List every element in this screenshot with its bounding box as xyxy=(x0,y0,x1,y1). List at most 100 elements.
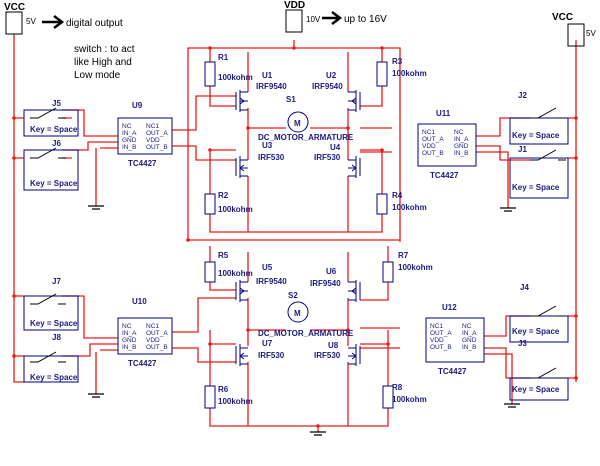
svg-text:IRF9540: IRF9540 xyxy=(256,82,287,91)
resistor-R7[interactable]: R7 100kohm xyxy=(382,251,433,283)
switch-J7[interactable]: J7 Key = Space xyxy=(23,277,79,331)
resistor-R8[interactable]: R8 100kohm xyxy=(382,383,427,409)
svg-text:J4: J4 xyxy=(520,283,529,292)
switch-note: switch : to act like High and Low mode xyxy=(74,44,135,81)
resistor-R3[interactable]: R3 100kohm xyxy=(376,57,427,87)
wires xyxy=(13,34,577,432)
svg-text:100kohm: 100kohm xyxy=(392,395,427,404)
svg-text:R1: R1 xyxy=(218,53,229,62)
driver-U9[interactable]: U9 NC IN_A GND IN_B NC1 OUT_A VDD OUT_B … xyxy=(117,101,173,168)
svg-text:J2: J2 xyxy=(518,91,527,100)
svg-text:OUT_A: OUT_A xyxy=(422,136,444,143)
switch-J4[interactable]: J4 Key = Space xyxy=(509,283,569,343)
svg-text:VDD: VDD xyxy=(422,143,436,150)
svg-text:Low mode: Low mode xyxy=(74,70,121,81)
driver-U12[interactable]: U12 NC1 OUT_A VDD OUT_B NC IN_A GND IN_B… xyxy=(425,303,485,376)
switch-J3[interactable]: J3 Key = Space xyxy=(509,339,569,401)
resistor-R1[interactable]: R1 100kohm xyxy=(204,53,253,87)
mosfet-U7[interactable]: U7 IRF530 xyxy=(235,339,285,366)
svg-text:GND: GND xyxy=(462,337,477,344)
svg-text:VDD: VDD xyxy=(146,137,160,144)
svg-text:VCC: VCC xyxy=(4,2,25,13)
svg-text:100kohm: 100kohm xyxy=(392,203,427,212)
mosfet-U8[interactable]: U8 IRF530 xyxy=(314,341,361,366)
mosfet-U1[interactable]: U1 IRF9540 xyxy=(235,71,287,112)
arrow-icon-left xyxy=(42,15,65,29)
switch-J6[interactable]: J6 Key = Space xyxy=(23,139,79,191)
svg-text:VDD: VDD xyxy=(430,337,444,344)
svg-text:R6: R6 xyxy=(218,385,229,394)
svg-text:100kohm: 100kohm xyxy=(218,397,253,406)
svg-text:J8: J8 xyxy=(52,333,61,342)
driver-U10[interactable]: U10 NC IN_A GND IN_B NC1 OUT_A VDD OUT_B… xyxy=(117,297,173,368)
mosfet-U2[interactable]: U2 IRF9540 xyxy=(312,71,361,112)
svg-text:Key = Space: Key = Space xyxy=(30,179,78,188)
junction-dots xyxy=(12,46,578,428)
svg-text:R4: R4 xyxy=(392,191,403,200)
svg-text:IRF530: IRF530 xyxy=(258,153,285,162)
mosfet-U5[interactable]: U5 IRF9540 xyxy=(235,263,287,302)
svg-text:TC4427: TC4427 xyxy=(438,367,467,376)
svg-text:NC1: NC1 xyxy=(422,129,435,136)
svg-text:R8: R8 xyxy=(392,383,403,392)
mosfet-U6[interactable]: U6 IRF9540 xyxy=(310,267,361,302)
svg-text:R3: R3 xyxy=(392,57,403,66)
switch-J2[interactable]: J2 Key = Space xyxy=(509,91,569,145)
svg-text:IRF9540: IRF9540 xyxy=(310,279,341,288)
resistor-R2[interactable]: R2 100kohm xyxy=(204,191,253,215)
svg-text:U1: U1 xyxy=(262,71,273,80)
ground-icon xyxy=(88,205,520,436)
mosfet-U4[interactable]: U4 IRF530 xyxy=(314,143,361,178)
driver-U11[interactable]: U11 NC1 OUT_A VDD OUT_B NC IN_A GND IN_B… xyxy=(417,109,477,180)
motor-S1[interactable]: M S1 DC_MOTOR_ARMATURE xyxy=(258,95,354,142)
svg-text:NC1: NC1 xyxy=(146,123,159,130)
svg-text:OUT_B: OUT_B xyxy=(146,344,168,351)
motor-S2[interactable]: M S2 DC_MOTOR_ARMATURE xyxy=(258,291,354,338)
switch-J8[interactable]: J8 Key = Space xyxy=(23,333,79,383)
svg-text:J5: J5 xyxy=(52,99,61,108)
svg-text:OUT_B: OUT_B xyxy=(422,150,444,157)
svg-text:GND: GND xyxy=(122,337,137,344)
svg-text:5V: 5V xyxy=(26,17,36,26)
svg-text:Key = Space: Key = Space xyxy=(512,131,560,140)
switch-J1[interactable]: J1 Key = Space xyxy=(509,145,569,199)
svg-text:IRF530: IRF530 xyxy=(314,153,341,162)
resistor-R4[interactable]: R4 100kohm xyxy=(376,191,427,215)
svg-text:U4: U4 xyxy=(330,143,341,152)
resistor-R5[interactable]: R5 100kohm xyxy=(204,251,253,283)
svg-text:IN_A: IN_A xyxy=(454,136,469,143)
svg-text:100kohm: 100kohm xyxy=(218,269,253,278)
up-to-note: up to 16V xyxy=(344,14,387,25)
svg-text:Key = Space: Key = Space xyxy=(512,327,560,336)
switch-J5[interactable]: J5 Key = Space xyxy=(23,99,79,137)
vcc-right-symbol: VCC 5V xyxy=(552,12,596,47)
svg-text:Key = Space: Key = Space xyxy=(30,125,78,134)
svg-text:U3: U3 xyxy=(262,141,273,150)
svg-text:VCC: VCC xyxy=(552,12,573,23)
svg-text:OUT_B: OUT_B xyxy=(430,344,452,351)
svg-text:TC4427: TC4427 xyxy=(128,359,157,368)
svg-text:M: M xyxy=(294,309,301,318)
svg-text:5V: 5V xyxy=(586,29,596,38)
svg-text:IRF9540: IRF9540 xyxy=(312,82,343,91)
svg-text:OUT_A: OUT_A xyxy=(430,330,452,337)
mosfet-U3[interactable]: U3 IRF530 xyxy=(235,141,285,178)
svg-text:IN_A: IN_A xyxy=(122,330,137,337)
svg-text:TC4427: TC4427 xyxy=(430,171,459,180)
digital-output-note: digital output xyxy=(66,18,123,29)
svg-text:J3: J3 xyxy=(518,339,527,348)
svg-text:like High and: like High and xyxy=(74,57,132,68)
svg-text:U5: U5 xyxy=(262,263,273,272)
svg-text:10V: 10V xyxy=(306,15,321,24)
svg-text:TC4427: TC4427 xyxy=(128,159,157,168)
resistor-R6[interactable]: R6 100kohm xyxy=(204,385,253,409)
svg-text:IN_B: IN_B xyxy=(122,344,136,351)
svg-text:U6: U6 xyxy=(326,267,337,276)
svg-text:IRF9540: IRF9540 xyxy=(256,277,287,286)
svg-text:U8: U8 xyxy=(328,341,339,350)
vdd-symbol: VDD 10V xyxy=(284,0,321,33)
svg-text:NC1: NC1 xyxy=(430,323,443,330)
svg-text:NC: NC xyxy=(122,123,132,130)
svg-text:J7: J7 xyxy=(52,277,61,286)
